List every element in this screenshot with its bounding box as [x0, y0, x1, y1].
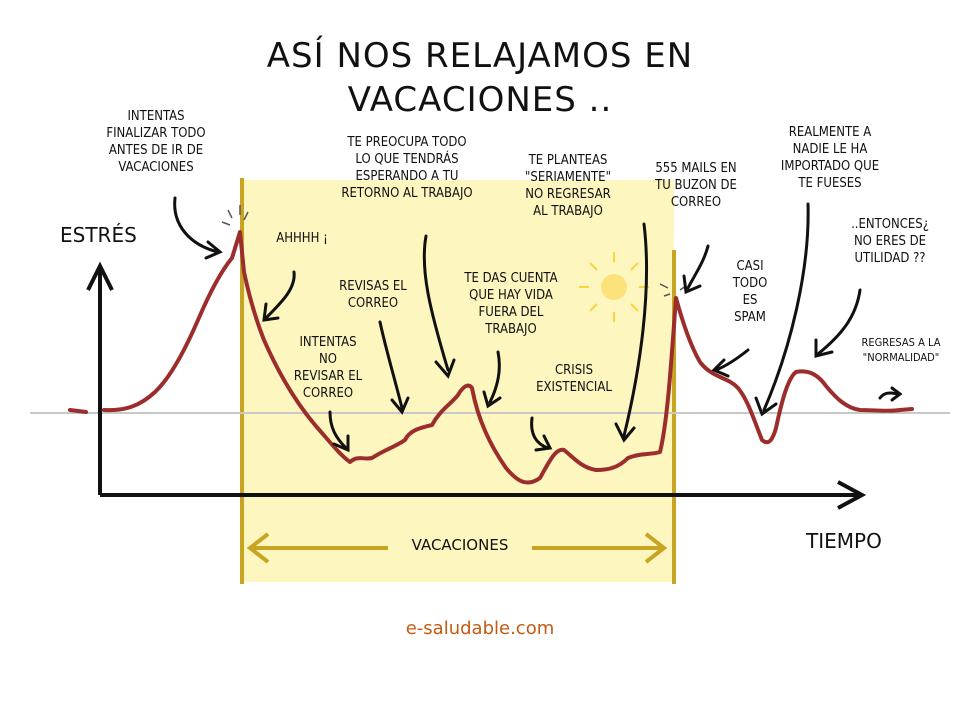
arrow-finalize-icon	[173, 196, 220, 254]
footer-site: e-saludable.com	[405, 618, 555, 639]
pointer-arrows	[173, 196, 903, 453]
y-axis-label: ESTRÉS	[60, 223, 137, 247]
annotation-normal: REGRESAS A LA "NORMALIDAD"	[861, 336, 941, 364]
annotation-check-mail: REVISAS EL CORREO	[339, 279, 407, 311]
vacation-band-top-fade	[320, 150, 674, 180]
page-title: ASÍ NOS RELAJAMOS EN VACACIONES ..	[220, 34, 740, 122]
vacation-label: VACACIONES	[411, 536, 509, 554]
title-line-2: VACACIONES ..	[347, 80, 613, 120]
arrow-worry-icon	[422, 234, 450, 372]
x-axis-arrow-icon	[837, 480, 867, 510]
annotation-crisis: CRISIS EXISTENCIAL	[536, 363, 612, 395]
vacation-band	[242, 180, 674, 582]
annotation-worry: TE PREOCUPA TODO LO QUE TENDRÁS ESPERAND…	[341, 135, 473, 201]
arrow-life-icon	[488, 350, 501, 404]
x-axis-label: TIEMPO	[806, 529, 882, 553]
annotation-mails: 555 MAILS EN TU BUZON DE CORREO	[655, 161, 737, 210]
annotation-spam: CASI TODO ES SPAM	[732, 259, 768, 325]
sun-icon	[579, 252, 649, 322]
annotation-finalize: INTENTAS FINALIZAR TODO ANTES DE IR DE V…	[106, 109, 206, 175]
annotation-ahhhh: AHHHH ¡	[276, 231, 328, 246]
arrow-ahhhh-icon	[264, 270, 296, 320]
arrow-check-mail-icon	[378, 320, 404, 410]
arrow-mails-icon	[686, 244, 710, 290]
stress-curve	[68, 230, 914, 485]
arrow-crisis-icon	[530, 416, 550, 450]
y-axis-arrow-icon	[86, 261, 114, 291]
arrow-nobody-icon	[762, 202, 810, 412]
arrow-useless-icon	[816, 288, 862, 356]
title-line-1: ASÍ NOS RELAJAMOS EN	[266, 36, 694, 76]
annotation-life: TE DAS CUENTA QUE HAY VIDA FUERA DEL TRA…	[464, 271, 558, 337]
arrow-spam-icon	[714, 348, 750, 372]
arrow-seriously-icon	[622, 222, 649, 438]
annotation-useless: ..ENTONCES¿ NO ERES DE UTILIDAD ??	[851, 217, 929, 266]
vacation-arrowhead-left-icon	[246, 532, 270, 564]
annotation-seriously: TE PLANTEAS "SERIAMENTE" NO REGRESAR AL …	[525, 153, 611, 219]
annotation-nobody: REALMENTE A NADIE LE HA IMPORTADO QUE TE…	[780, 125, 880, 191]
annotation-try-not: INTENTAS NO REVISAR EL CORREO	[293, 335, 363, 401]
vacation-arrowhead-right-icon	[644, 532, 668, 564]
arrow-try-not-icon	[328, 410, 348, 450]
